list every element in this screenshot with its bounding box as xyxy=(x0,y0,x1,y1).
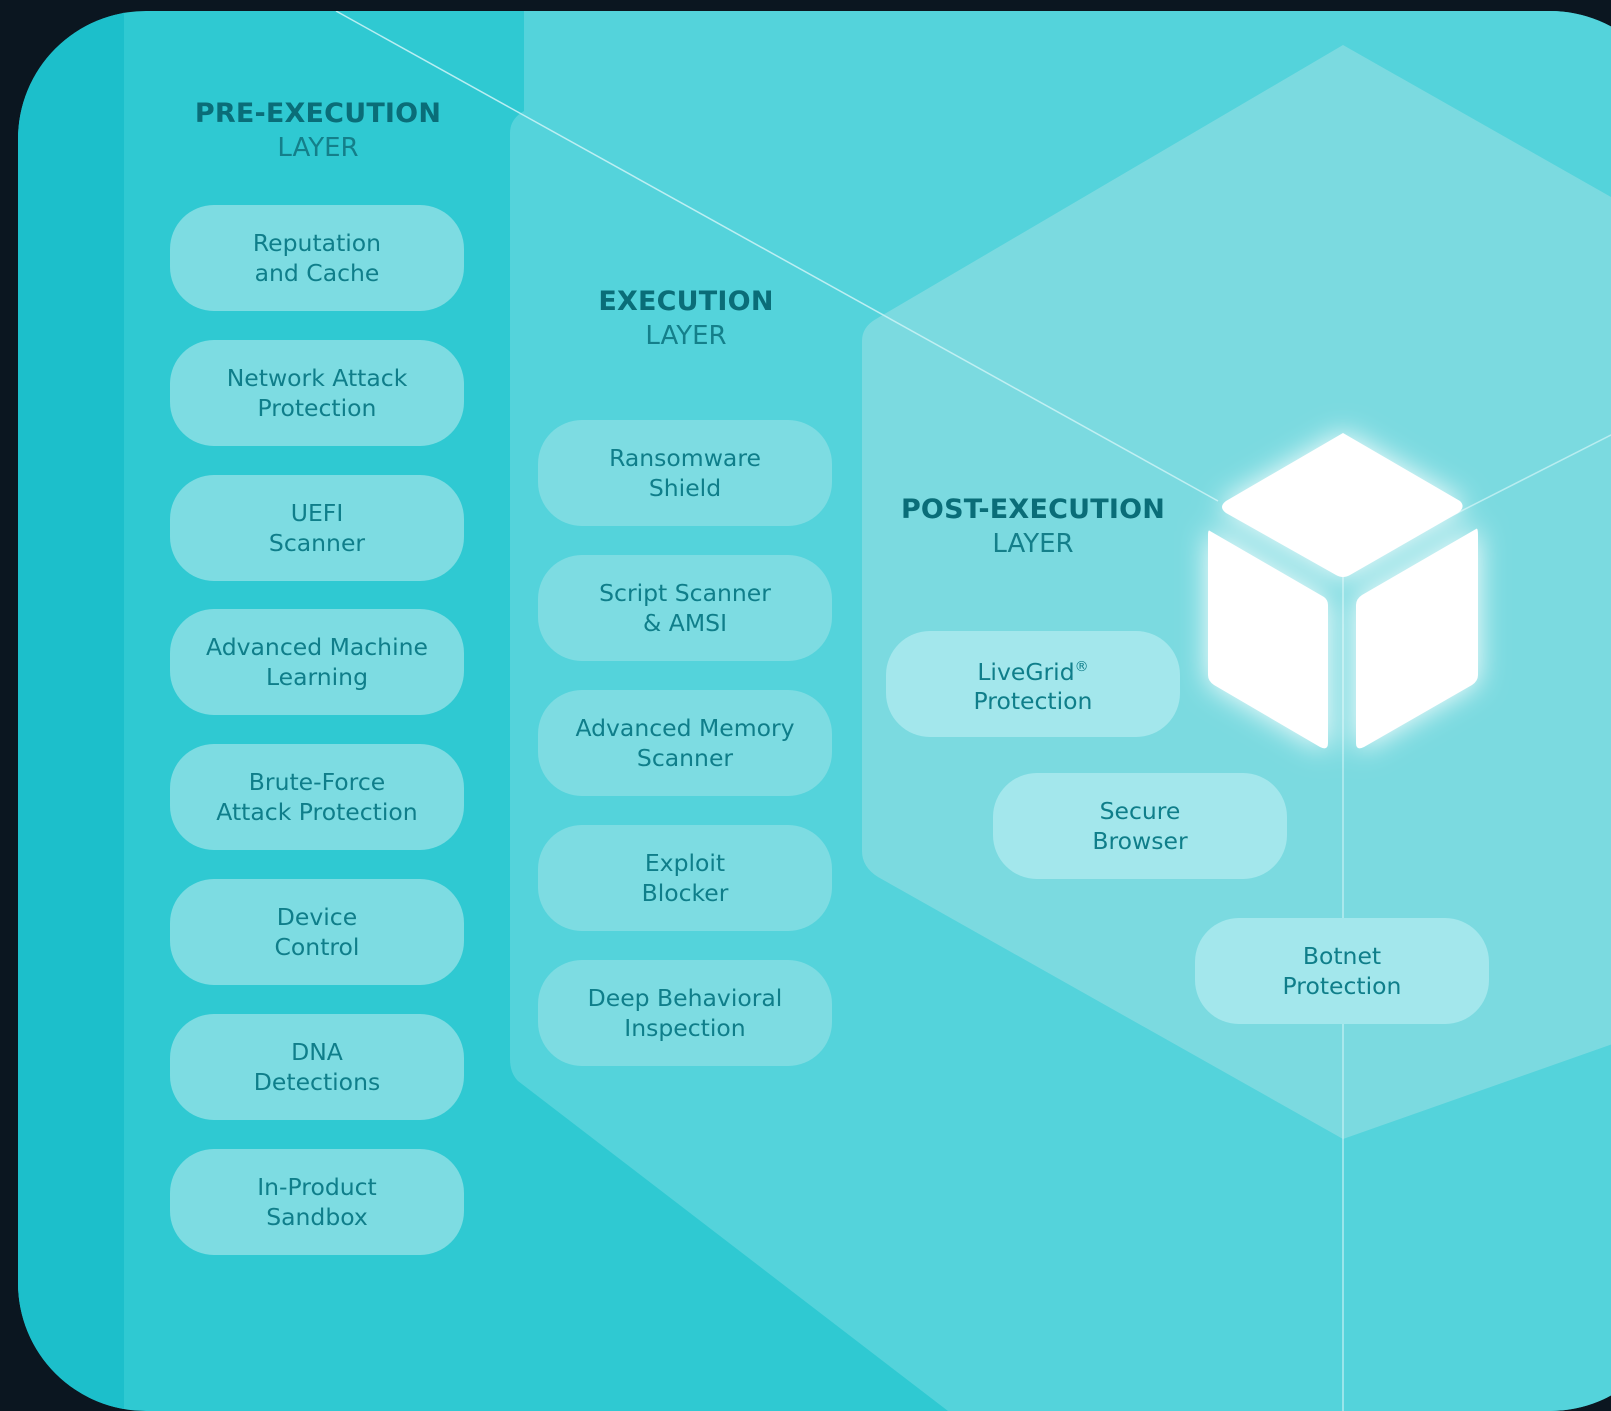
layer-item-reputation-and-cache[interactable]: Reputation and Cache xyxy=(170,205,464,311)
layer-item-uefi-scanner[interactable]: UEFI Scanner xyxy=(170,475,464,581)
layer-item-in-product-sandbox[interactable]: In-Product Sandbox xyxy=(170,1149,464,1255)
layer-item-deep-behavioral-inspection[interactable]: Deep Behavioral Inspection xyxy=(538,960,832,1066)
layer-item-label: Deep Behavioral Inspection xyxy=(587,984,783,1042)
layer-item-label: Brute-Force Attack Protection xyxy=(216,768,418,826)
layer-item-label: Reputation and Cache xyxy=(252,229,382,287)
layer-item-ransomware-shield[interactable]: Ransomware Shield xyxy=(538,420,832,526)
layer-item-advanced-machine-learning[interactable]: Advanced Machine Learning xyxy=(170,609,464,715)
layer-item-secure-browser[interactable]: Secure Browser xyxy=(993,773,1287,879)
layer-item-advanced-memory-scanner[interactable]: Advanced Memory Scanner xyxy=(538,690,832,796)
registered-mark: ® xyxy=(1074,658,1089,675)
layer-item-label: LiveGrid® Protection xyxy=(974,652,1093,717)
layers-diagram: PRE-EXECUTION LAYER EXECUTION LAYER POST… xyxy=(18,11,1611,1411)
pre-execution-subtitle: LAYER xyxy=(277,133,359,163)
layer-item-label: UEFI Scanner xyxy=(268,499,366,557)
layer-item-label: Secure Browser xyxy=(1092,797,1188,855)
pre-execution-title: PRE-EXECUTION xyxy=(194,98,442,129)
livegrid-name: LiveGrid xyxy=(977,657,1075,686)
layer-item-brute-force-attack-protection[interactable]: Brute-Force Attack Protection xyxy=(170,744,464,850)
post-execution-heading: POST-EXECUTION LAYER xyxy=(878,493,1188,561)
layer-item-label: Script Scanner & AMSI xyxy=(599,579,771,637)
layer-item-label: Exploit Blocker xyxy=(641,849,729,907)
layer-item-script-scanner-amsi[interactable]: Script Scanner & AMSI xyxy=(538,555,832,661)
cube-icon xyxy=(1208,433,1478,749)
layer-item-botnet-protection[interactable]: Botnet Protection xyxy=(1195,918,1489,1024)
execution-subtitle: LAYER xyxy=(645,321,727,351)
post-execution-title: POST-EXECUTION xyxy=(900,494,1166,525)
layer-item-dna-detections[interactable]: DNA Detections xyxy=(170,1014,464,1120)
execution-title: EXECUTION xyxy=(598,286,774,317)
layer-item-label: Advanced Memory Scanner xyxy=(575,714,795,772)
layer-item-livegrid-protection[interactable]: LiveGrid® Protection xyxy=(886,631,1180,737)
layer-item-label: Device Control xyxy=(274,903,360,961)
layer-item-label: DNA Detections xyxy=(253,1038,381,1096)
livegrid-protection-word: Protection xyxy=(973,687,1093,716)
layer-item-exploit-blocker[interactable]: Exploit Blocker xyxy=(538,825,832,931)
pre-execution-heading: PRE-EXECUTION LAYER xyxy=(178,97,458,165)
post-execution-subtitle: LAYER xyxy=(992,529,1074,559)
layer-item-device-control[interactable]: Device Control xyxy=(170,879,464,985)
left-accent-strip xyxy=(18,11,124,1411)
layer-item-label: Botnet Protection xyxy=(1282,942,1402,1000)
layer-item-label: In-Product Sandbox xyxy=(257,1173,377,1231)
layer-item-network-attack-protection[interactable]: Network Attack Protection xyxy=(170,340,464,446)
layer-item-label: Advanced Machine Learning xyxy=(206,633,428,691)
layer-item-label: Ransomware Shield xyxy=(609,444,761,502)
layer-item-label: Network Attack Protection xyxy=(226,364,408,422)
execution-heading: EXECUTION LAYER xyxy=(546,285,826,353)
